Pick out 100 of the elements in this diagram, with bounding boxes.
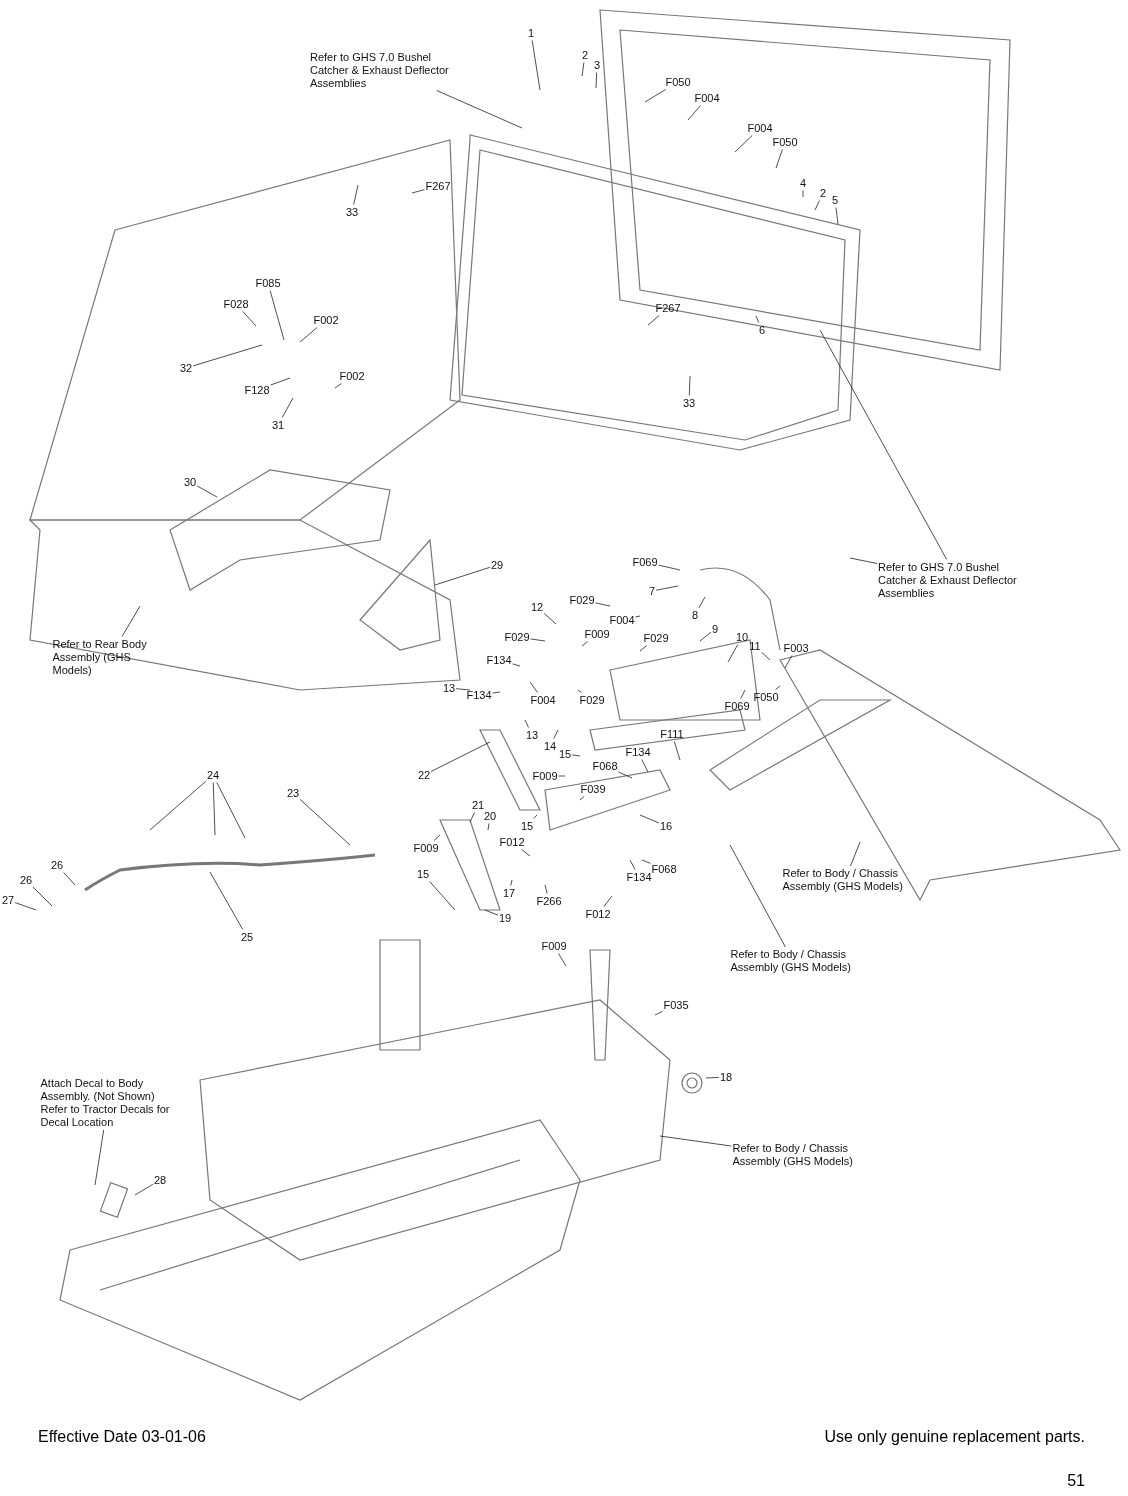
leader-line <box>353 184 359 205</box>
callout-number: 26 <box>50 858 64 872</box>
leader-line <box>641 759 649 773</box>
leader-line <box>524 719 529 728</box>
callout-number: 10 <box>735 630 749 644</box>
callout-number: 15 <box>520 819 534 833</box>
callout-number: 19 <box>498 911 512 925</box>
leader-line <box>281 397 294 418</box>
leader-line <box>533 814 538 819</box>
leader-line <box>531 40 541 91</box>
callout-number: 33 <box>345 205 359 219</box>
leader-line <box>577 689 582 693</box>
leader-line <box>658 564 681 571</box>
leader-line <box>149 780 207 831</box>
callout-number: F009 <box>541 939 567 953</box>
leader-line <box>530 638 546 642</box>
leader-line <box>558 953 567 967</box>
callout-number: 31 <box>271 418 285 432</box>
callout-number: F002 <box>339 369 365 383</box>
callout-number: 4 <box>799 176 807 190</box>
callout-number: 2 <box>581 48 589 62</box>
callout-number: 22 <box>417 768 431 782</box>
callout-number: 5 <box>831 193 839 207</box>
callout-number: F050 <box>665 75 691 89</box>
callout-number: 16 <box>659 819 673 833</box>
callout-number: F004 <box>609 613 635 627</box>
callout-number: F134 <box>625 745 651 759</box>
callout-number: F111 <box>660 727 684 741</box>
callout-number: 21 <box>471 798 485 812</box>
callout-number: F004 <box>747 121 773 135</box>
leader-line <box>698 596 706 609</box>
reference-note: Refer to Body / Chassis Assembly (GHS Models) <box>732 1142 858 1168</box>
leader-line <box>687 105 701 121</box>
callout-number: 3 <box>593 58 601 72</box>
callout-number: 17 <box>502 886 516 900</box>
leader-line <box>850 841 861 867</box>
callout-number: 27 <box>1 893 15 907</box>
callout-number: F134 <box>486 653 512 667</box>
callout-number: F009 <box>532 769 558 783</box>
callout-number: 24 <box>206 768 220 782</box>
callout-number: F068 <box>651 862 677 876</box>
callout-number: 26 <box>19 873 33 887</box>
callout-number: 25 <box>240 930 254 944</box>
leader-line <box>784 655 793 669</box>
leader-line <box>430 741 491 772</box>
leader-line <box>688 375 691 396</box>
leader-line <box>411 189 425 194</box>
reference-note: Refer to Body / Chassis Assembly (GHS Models) <box>730 948 856 974</box>
callout-number: 12 <box>530 600 544 614</box>
leader-line <box>647 315 660 326</box>
leader-line <box>14 902 37 911</box>
callout-number: 2 <box>819 186 827 200</box>
leader-line <box>209 871 244 930</box>
leader-line <box>512 663 521 667</box>
leader-line <box>436 90 523 129</box>
leader-line <box>196 485 218 498</box>
leader-line <box>553 729 559 739</box>
leader-line <box>544 884 548 894</box>
callout-number: 8 <box>691 608 699 622</box>
footer-note: Use only genuine replacement parts. <box>824 1428 1085 1446</box>
leader-line <box>729 844 786 948</box>
leader-line <box>673 741 681 761</box>
callout-number: 15 <box>416 867 430 881</box>
leader-line <box>334 383 342 389</box>
callout-number: 7 <box>648 584 656 598</box>
leader-line <box>529 681 538 693</box>
leader-line <box>510 879 513 886</box>
page-number: 51 <box>1067 1472 1085 1490</box>
callout-number: F050 <box>772 135 798 149</box>
leader-line <box>639 645 648 652</box>
callout-number: F035 <box>663 998 689 1012</box>
callout-number: 32 <box>179 361 193 375</box>
leader-line <box>635 615 641 618</box>
leader-line <box>192 344 263 367</box>
callout-number: 30 <box>183 475 197 489</box>
callout-number: F009 <box>584 627 610 641</box>
callout-number: F039 <box>580 782 606 796</box>
leader-line <box>121 605 141 637</box>
leader-line <box>727 644 739 663</box>
leader-line <box>639 814 660 824</box>
leader-line <box>455 688 471 691</box>
callout-number: F028 <box>223 297 249 311</box>
callout-number: F068 <box>592 759 618 773</box>
leader-line <box>242 311 257 327</box>
leader-line <box>487 823 490 831</box>
callout-number: F128 <box>244 383 270 397</box>
leader-line <box>849 557 878 564</box>
leader-line <box>299 799 351 846</box>
leader-line <box>270 377 291 386</box>
leader-line <box>269 290 285 341</box>
reference-note: Refer to Body / Chassis Assembly (GHS Models) <box>782 867 908 893</box>
leader-line <box>434 566 491 586</box>
leader-line <box>94 1129 105 1186</box>
callout-number: 13 <box>442 681 456 695</box>
leader-line <box>814 200 820 211</box>
callout-number: 9 <box>711 622 719 636</box>
leader-line <box>699 631 712 642</box>
callout-number: 29 <box>490 558 504 572</box>
callout-number: F004 <box>530 693 556 707</box>
callout-number: F267 <box>655 301 681 315</box>
